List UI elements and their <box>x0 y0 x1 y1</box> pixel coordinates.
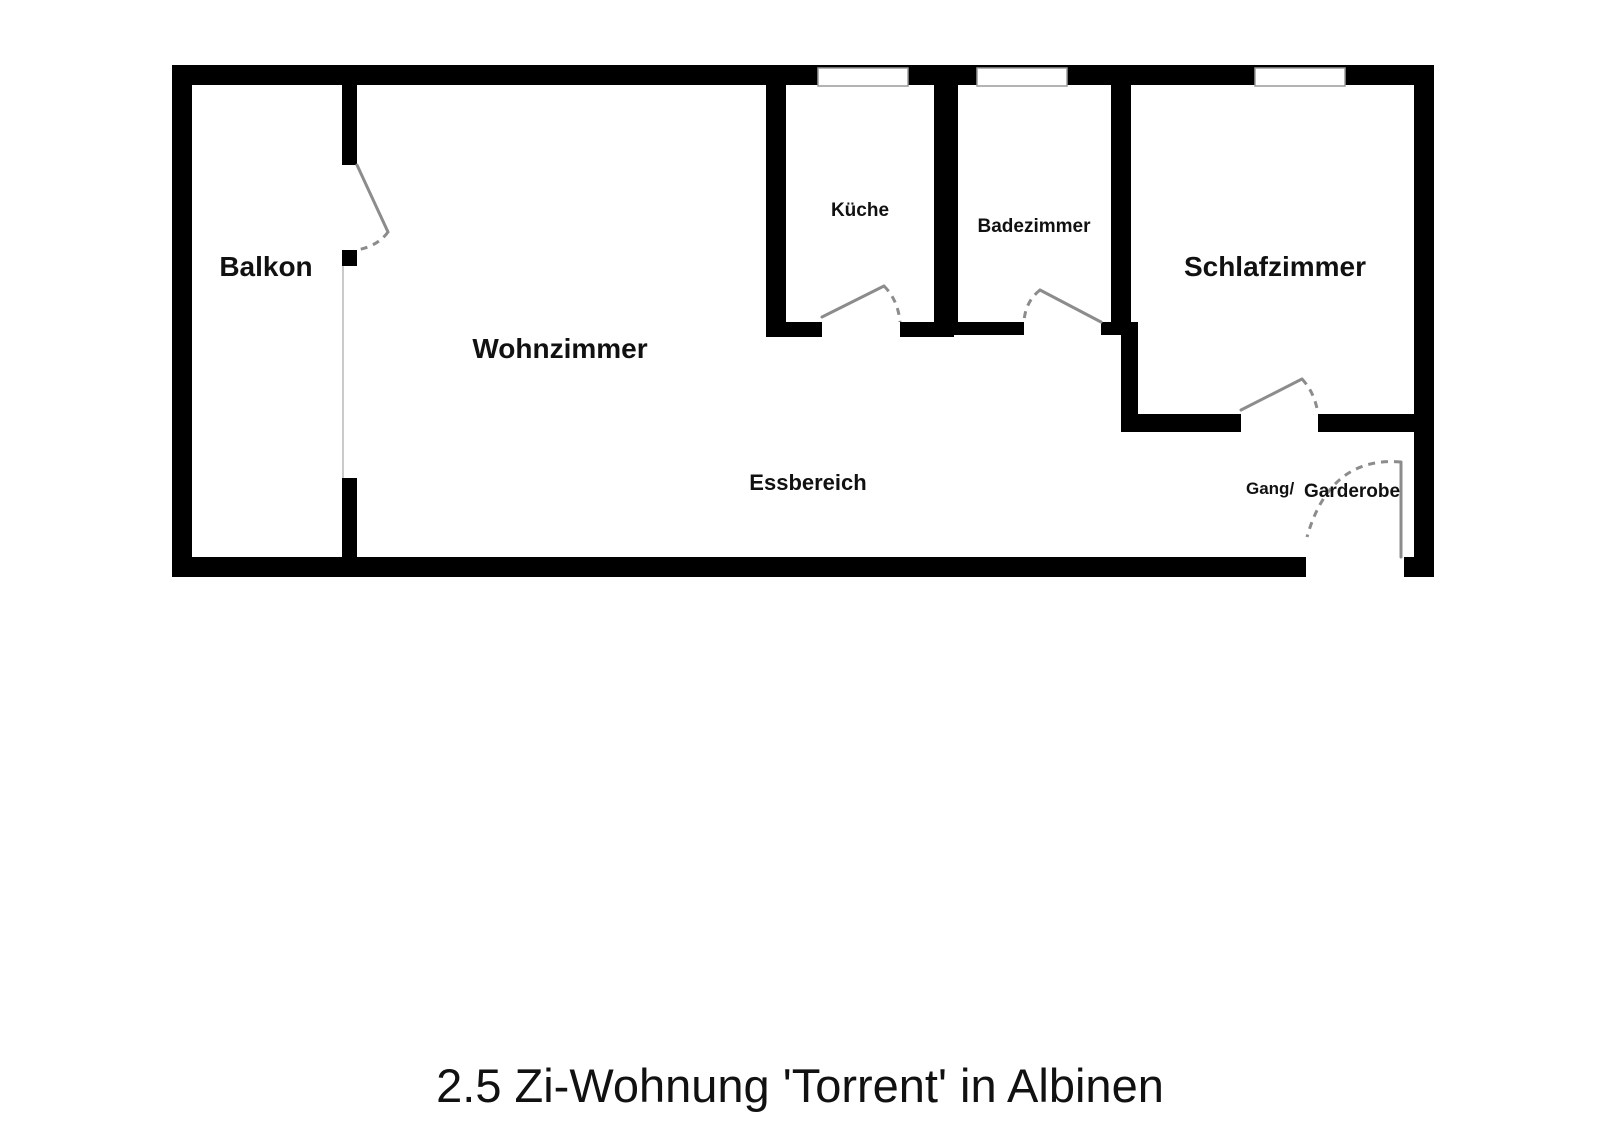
kueche-door-leaf <box>820 284 886 319</box>
schlafzimmer-door-leaf <box>1239 377 1304 412</box>
label-essbereich: Essbereich <box>749 470 866 495</box>
kueche-wall-bottom-left <box>766 322 822 337</box>
balkon-wall-block <box>342 250 357 266</box>
schlafzimmer-door-swing <box>1300 377 1320 415</box>
badezimmer-wall-bottom <box>944 322 1024 335</box>
badezimmer-door-swing <box>1022 288 1041 323</box>
balkon-door <box>355 163 390 252</box>
schlafzimmer-wall-left <box>1121 322 1138 432</box>
room-labels: Balkon Wohnzimmer Küche Badezimmer Schla… <box>219 200 1400 502</box>
schlafzimmer-door <box>1239 377 1320 415</box>
badezimmer-door-leaf <box>1038 288 1103 324</box>
label-kueche: Küche <box>831 200 889 221</box>
label-gang: Gang/ <box>1246 479 1294 498</box>
kueche-wall-bottom-right <box>900 322 954 337</box>
wall-left <box>172 65 192 577</box>
badezimmer-wall-right <box>1111 65 1131 335</box>
kueche-wall-left <box>766 65 786 337</box>
balkon-door-leaf <box>355 163 390 234</box>
label-wohnzimmer: Wohnzimmer <box>472 333 647 364</box>
wall-top <box>172 65 1434 85</box>
balkon-door-swing <box>356 231 390 252</box>
window-badezimmer <box>976 67 1068 87</box>
badezimmer-door <box>1022 288 1103 324</box>
balkon-wall-lower <box>342 478 357 577</box>
balkon-wall <box>342 65 357 577</box>
window-kueche <box>817 67 909 87</box>
entrance-door-swing <box>1305 460 1402 538</box>
kueche-door-swing <box>882 284 902 323</box>
entrance-opening <box>1306 556 1404 578</box>
schlafzimmer-wall-bottom-right <box>1318 414 1434 432</box>
label-balkon: Balkon <box>219 251 312 282</box>
wall-right <box>1414 65 1434 577</box>
window-schlafzimmer <box>1254 67 1346 87</box>
entrance-door <box>1305 460 1404 578</box>
balkon-wall-upper <box>342 65 357 165</box>
windows <box>817 67 1346 87</box>
kueche-door <box>820 284 902 323</box>
outer-walls <box>172 65 1434 577</box>
plan-title: 2.5 Zi-Wohnung 'Torrent' in Albinen <box>436 1059 1164 1112</box>
schlafzimmer-wall-bottom-left <box>1121 414 1241 432</box>
label-badezimmer: Badezimmer <box>978 216 1092 237</box>
label-garderobe: Garderobe <box>1304 481 1400 502</box>
schlafzimmer-walls <box>1121 322 1434 432</box>
wall-bottom <box>172 557 1306 577</box>
badezimmer-walls <box>944 65 1131 335</box>
badezimmer-wall-left <box>944 65 958 335</box>
label-schlafzimmer: Schlafzimmer <box>1184 251 1366 282</box>
